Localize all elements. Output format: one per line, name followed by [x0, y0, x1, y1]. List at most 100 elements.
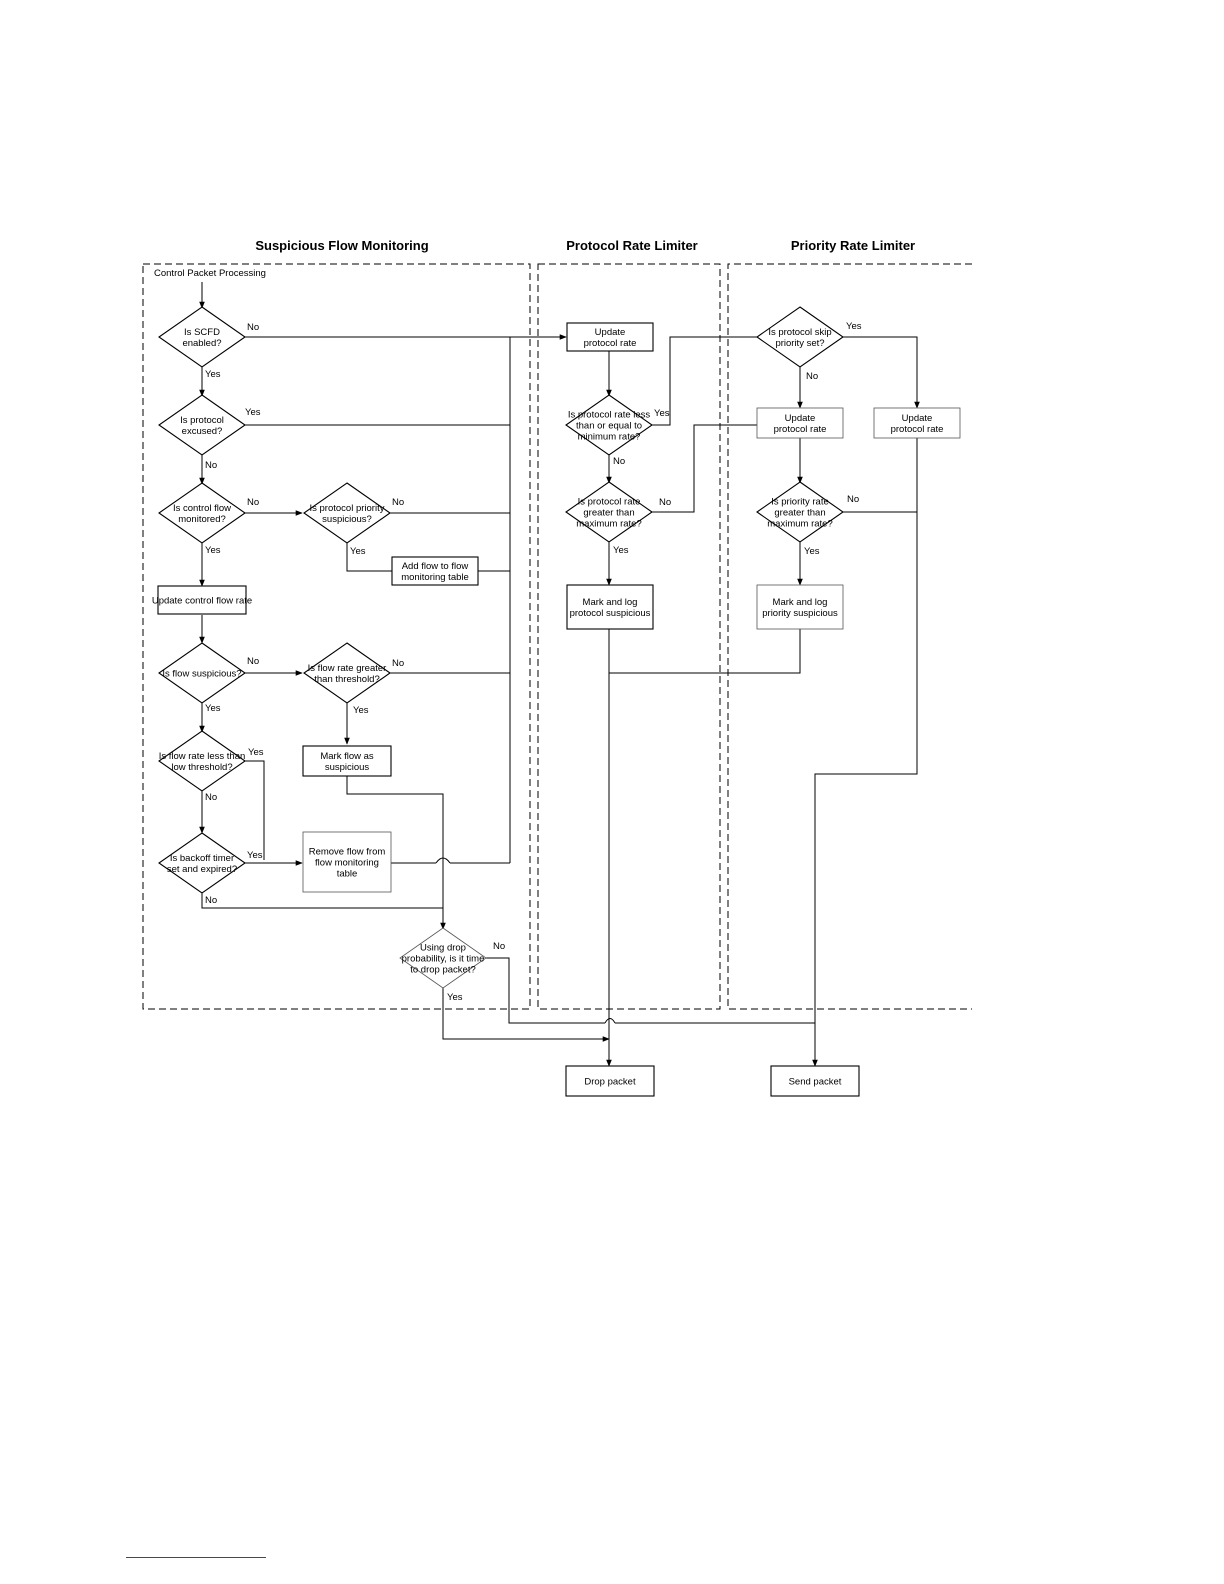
decision-diamond: [303, 482, 391, 544]
edge-label-monitored-yes: Yes: [205, 545, 221, 556]
node-b-drop: Drop packet: [565, 1065, 655, 1097]
connector-lines: [199, 282, 920, 1067]
edge-label-rate-lt-yes: Yes: [248, 747, 264, 758]
node-text-line: Is protocol rate less: [568, 410, 651, 421]
edge-label-excused-yes: Yes: [245, 407, 261, 418]
section-title-protocol-rate-limiter: Protocol Rate Limiter: [566, 238, 697, 253]
edge-label-drop-prob-yes: Yes: [447, 992, 463, 1003]
node-b-update-cf: Update control flow rate: [152, 585, 252, 615]
edge-label-prio-max-yes: Yes: [804, 546, 820, 557]
edge-label-proto-min-yes: Yes: [654, 408, 670, 419]
edge-label-rate-lt-no: No: [205, 792, 217, 803]
section-title-suspicious-flow-monitoring: Suspicious Flow Monitoring: [255, 238, 428, 253]
node-text-line: greater than: [774, 508, 825, 519]
node-text-line: Mark and log: [583, 597, 638, 608]
decision-diamond: [158, 394, 246, 456]
node-text-line: Is priority rate: [771, 497, 829, 508]
decision-diamond: [158, 730, 246, 792]
node-text-line: Is SCFD: [184, 327, 220, 338]
edge-label-prio-susp-yes: Yes: [350, 546, 366, 557]
node-text-line: suspicious: [325, 762, 370, 773]
edge-label-proto-max-no: No: [659, 497, 671, 508]
node-text-line: greater than: [583, 508, 634, 519]
process-box: [566, 322, 654, 352]
section-frame-sfm: [142, 263, 531, 1010]
edge-label-drop-prob-no: No: [493, 941, 505, 952]
edge-label-flow-susp-no: No: [247, 656, 259, 667]
process-box: [565, 1065, 655, 1097]
edge-label-proto-min-no: No: [613, 456, 625, 467]
edge-label-prio-susp-no: No: [392, 497, 404, 508]
node-text-line: to drop packet?: [410, 965, 476, 976]
node-text-line: Is flow suspicious?: [162, 669, 241, 680]
node-text-line: Add flow to flow: [402, 561, 469, 572]
node-text-line: than threshold?: [314, 674, 380, 685]
process-box: [302, 831, 392, 893]
node-text-line: Update: [595, 327, 626, 338]
node-text-line: monitored?: [178, 514, 226, 525]
edge-label-excused-no: No: [205, 460, 217, 471]
section-frame-pri: [727, 263, 972, 1010]
node-text-line: protocol rate: [774, 424, 827, 435]
node-d-flow-susp: Is flow suspicious?: [158, 642, 246, 704]
decision-diamond: [158, 482, 246, 544]
edge-label-monitored-no: No: [247, 497, 259, 508]
node-text-line: maximum rate?: [576, 519, 641, 530]
node-text-line: minimum rate?: [578, 432, 641, 443]
node-text-line: flow monitoring: [315, 858, 379, 869]
decision-diamond: [565, 481, 653, 543]
node-text-line: Is flow rate less than: [159, 751, 246, 762]
decision-diamond: [756, 306, 844, 368]
node-text-line: enabled?: [182, 338, 221, 349]
node-text-line: monitoring table: [401, 572, 469, 583]
node-text-line: set and expired?: [167, 864, 237, 875]
edge-label-skip-prio-yes: Yes: [846, 321, 862, 332]
edge-label-prio-max-no: No: [847, 494, 859, 505]
node-text-line: Send packet: [789, 1077, 842, 1088]
node-text-line: table: [337, 869, 358, 880]
node-text-line: Is protocol skip: [768, 327, 831, 338]
node-text-line: than or equal to: [576, 421, 642, 432]
edge-label-skip-prio-no: No: [806, 371, 818, 382]
node-text-line: priority suspicious: [762, 608, 838, 619]
node-text-line: maximum rate?: [767, 519, 832, 530]
node-text-line: Is backoff timer: [170, 853, 234, 864]
node-text-line: Update: [902, 413, 933, 424]
node-text-line: Mark flow as: [320, 751, 374, 762]
node-text-line: protocol rate: [584, 338, 637, 349]
node-text-line: Remove flow from: [309, 847, 386, 858]
node-text-line: protocol rate: [891, 424, 944, 435]
edge-label-backoff-no: No: [205, 895, 217, 906]
node-text-line: Is control flow: [173, 503, 231, 514]
decision-diamond: [158, 642, 246, 704]
edge-label-scfd-yes: Yes: [205, 369, 221, 380]
edge-label-flow-susp-yes: Yes: [205, 703, 221, 714]
node-text-line: Using drop: [420, 943, 466, 954]
footnote-rule: [126, 1557, 266, 1558]
edge-labels: No Yes Yes No No Yes No Yes No Yes No Ye…: [205, 321, 862, 1003]
node-text-line: protocol suspicious: [570, 608, 651, 619]
edge-label-proto-max-yes: Yes: [613, 545, 629, 556]
process-box: [756, 584, 844, 630]
start-label: Control Packet Processing: [154, 268, 266, 279]
section-frame-prl: [537, 263, 721, 1010]
node-text-line: Mark and log: [773, 597, 828, 608]
process-box: [756, 407, 844, 439]
edge-label-rate-gt-no: No: [392, 658, 404, 669]
node-text-line: low threshold?: [171, 762, 232, 773]
node-text-line: priority set?: [775, 338, 824, 349]
